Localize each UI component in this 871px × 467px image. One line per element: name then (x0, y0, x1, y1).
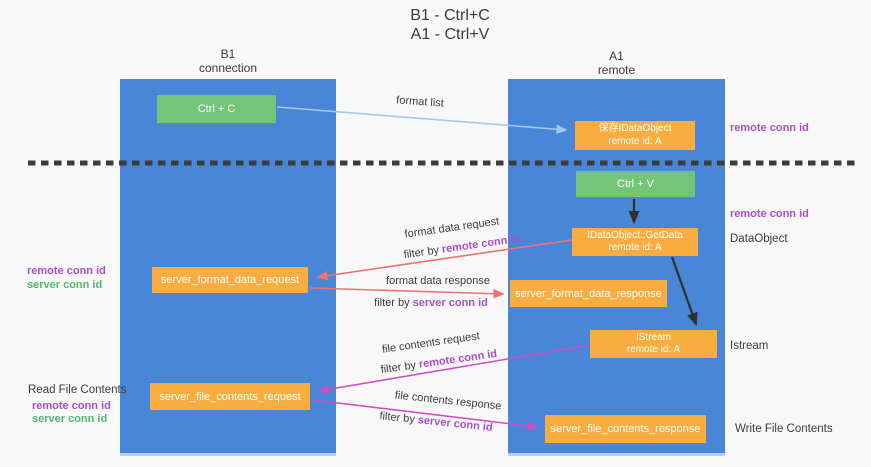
istream-box: IStream remote id: A (590, 330, 717, 358)
istream-side-label: Istream (730, 340, 769, 352)
format-data-response-arrow (309, 287, 505, 299)
ctrl-v-box: Ctrl + V (576, 171, 695, 197)
istream-line2: remote id: A (626, 344, 681, 355)
server-file-contents-request-label: server_file_contents_request (159, 390, 301, 403)
save-dataobject-line1: 保存IDataObject (598, 123, 672, 134)
ctrl-c-label: Ctrl + C (197, 103, 236, 115)
title-line-2: A1 - Ctrl+V (410, 26, 490, 43)
getdata-to-istream-arrow (670, 256, 698, 327)
diagram-title: B1 - Ctrl+C A1 - Ctrl+V (320, 6, 580, 44)
read-file-contents-label: Read File Contents (28, 384, 127, 396)
getdata-line2: remote id: A (608, 242, 662, 253)
server-format-data-response-box: server_format_data_response (510, 280, 667, 307)
dataobject-label: DataObject (730, 233, 788, 245)
save-dataobject-line2: remote id: A (608, 135, 662, 147)
format-list-arrow (276, 106, 568, 135)
remote-conn-id-label-top: remote conn id (730, 122, 809, 134)
lifeline-a1-role: remote (597, 63, 636, 77)
read-server-conn-id-label: server conn id (32, 413, 108, 425)
file-contents-request-arrow (317, 344, 591, 395)
read-remote-conn-id-label: remote conn id (32, 400, 111, 412)
format-data-response-filter-label: filter by server conn id (351, 297, 511, 310)
write-file-contents-label: Write File Contents (735, 423, 833, 435)
format-data-response-label: format data response (386, 275, 490, 287)
remote-conn-id-label-mid: remote conn id (730, 208, 809, 220)
format-data-request-arrow (316, 239, 573, 281)
file-contents-response-arrow (312, 399, 539, 431)
server-format-data-response-label: server_format_data_response (515, 287, 662, 300)
lifeline-header-a1: A1 remote (508, 49, 725, 77)
save-dataobject-box: 保存IDataObject remote id: A (575, 121, 695, 150)
server-file-contents-response-label: server_file_contents_response (550, 423, 701, 435)
filter-prefix: filter by (374, 297, 413, 309)
ctrl-v-label: Ctrl + V (617, 178, 654, 190)
getdata-line1: IDataObject::GetData (587, 229, 683, 241)
left-remote-conn-id-label: remote conn id (27, 265, 106, 277)
lifeline-b1-name: B1 (220, 47, 236, 61)
filter-id-value: server conn id (412, 297, 488, 309)
ctrl-c-box: Ctrl + C (157, 95, 276, 123)
server-file-contents-request-box: server_file_contents_request (150, 383, 310, 410)
istream-line1: IStream (635, 331, 671, 343)
left-server-conn-id-label: server conn id (27, 279, 103, 291)
title-line-1: B1 - Ctrl+C (410, 7, 490, 24)
lifeline-a1-name: A1 (609, 49, 624, 63)
server-format-data-request-label: server_format_data_request (160, 274, 300, 286)
server-format-data-request-box: server_format_data_request (152, 267, 308, 293)
getdata-box: IDataObject::GetData remote id: A (572, 228, 698, 256)
server-file-contents-response-box: server_file_contents_response (545, 415, 706, 443)
lifeline-b1-role: connection (198, 61, 258, 75)
lifeline-header-b1: B1 connection (120, 47, 336, 75)
